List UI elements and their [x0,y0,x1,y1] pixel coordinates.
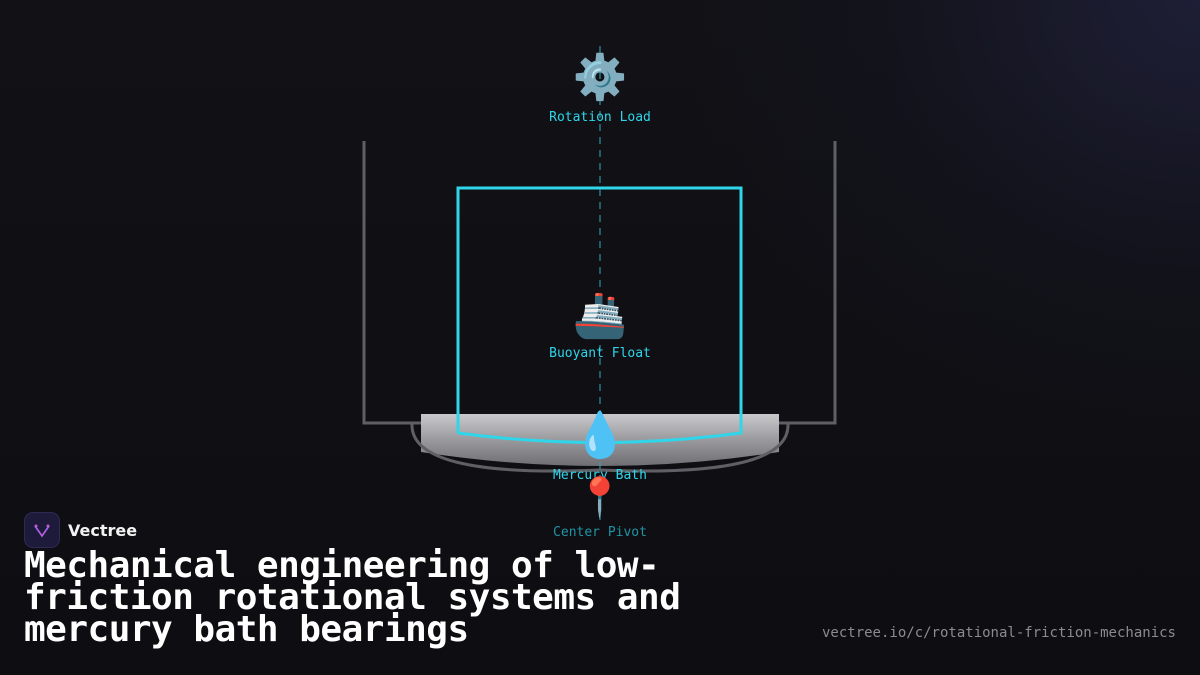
gear-icon: ⚙️ [572,52,628,103]
brand-name: Vectree [68,520,138,540]
brand[interactable]: Vectree [24,512,137,548]
ship-icon: 🚢 [572,290,628,341]
vectree-logo-icon [24,512,60,548]
float-outline [456,186,743,444]
mercury-basin [410,423,790,473]
source-url[interactable]: vectree.io/c/rotational-friction-mechani… [821,625,1176,641]
mercury-bath-label: Mercury Bath [553,468,647,483]
page-title: Mechanical engineering of low-friction r… [24,545,681,650]
droplet-icon: 💧 [572,410,628,461]
pushpin-icon: 📍 [576,475,624,519]
rotation-load-label: Rotation Load [549,110,651,125]
buoyant-float-label: Buoyant Float [549,346,651,361]
center-pivot-label: Center Pivot [553,525,647,540]
